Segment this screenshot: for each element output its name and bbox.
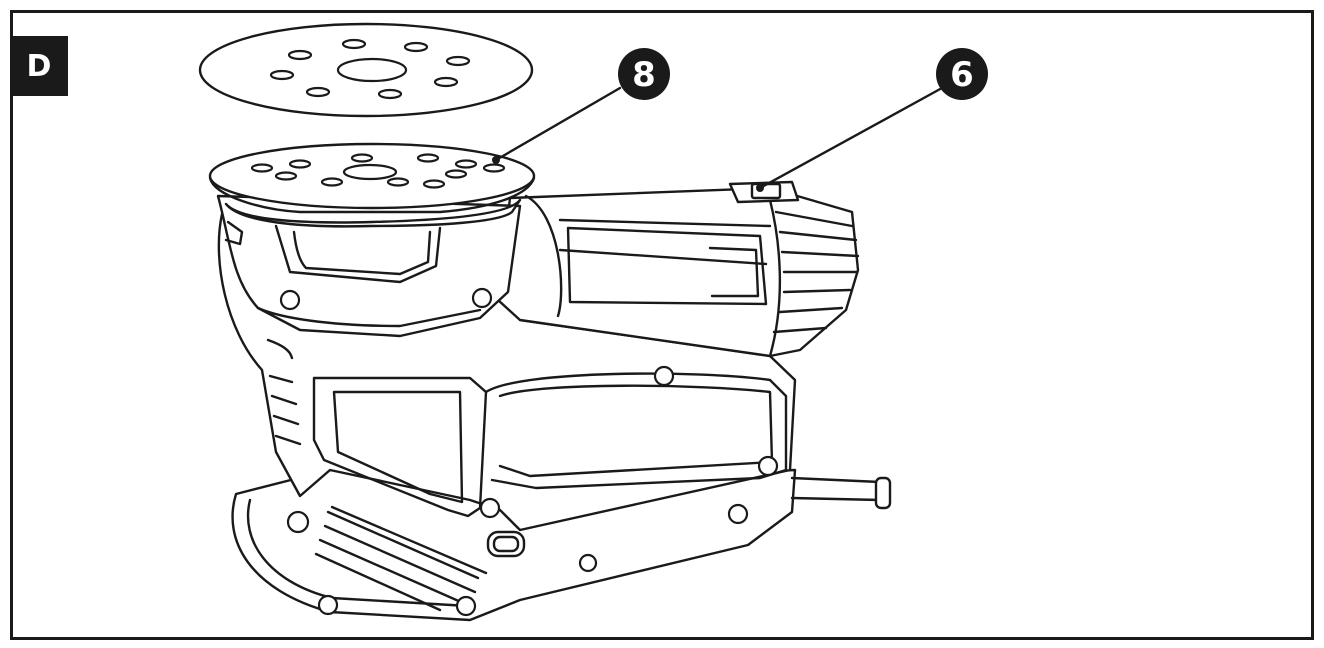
pad-housing	[216, 194, 522, 338]
callout-8: 8	[492, 48, 670, 164]
motor-housing	[496, 186, 860, 358]
panel-label-d: D	[10, 36, 68, 96]
callout-8-number: 8	[632, 55, 656, 95]
sanding-pad-mounted	[208, 142, 536, 228]
callout-6-number: 6	[950, 55, 974, 95]
sanding-disc-detached	[198, 22, 534, 118]
power-cord	[790, 476, 892, 510]
figure-frame	[10, 10, 1314, 640]
callout-6: 6	[756, 48, 988, 192]
power-switch	[728, 180, 800, 204]
sander-base-shell	[231, 468, 797, 622]
